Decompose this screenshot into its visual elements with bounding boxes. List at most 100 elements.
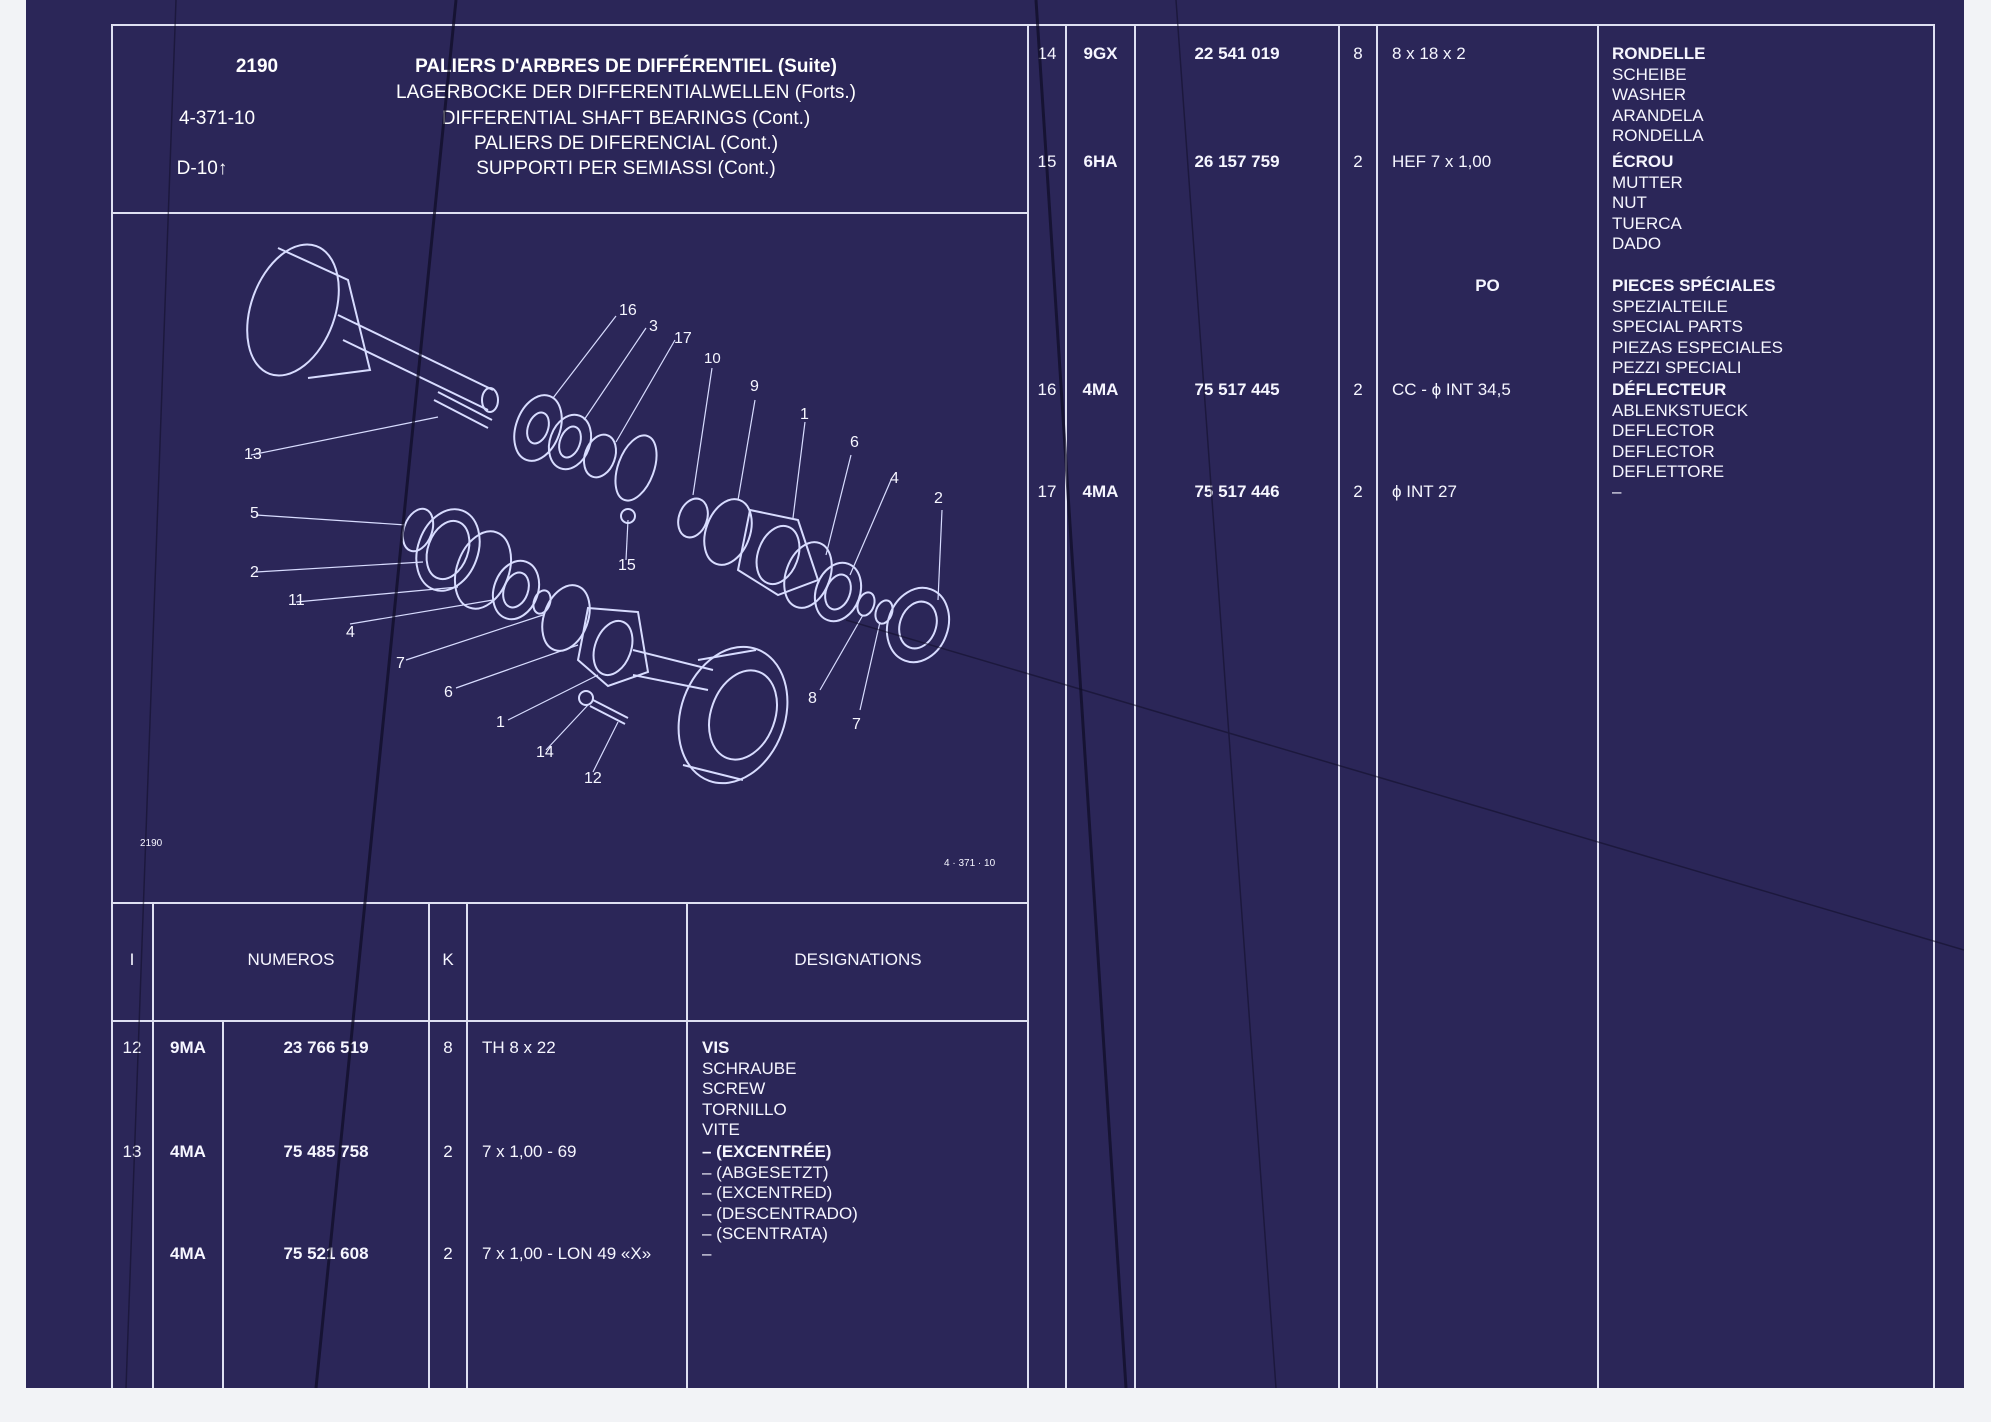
callout-label: 6 bbox=[850, 434, 859, 451]
row-part-number: 26 157 759 bbox=[1194, 152, 1280, 171]
callout-label: 8 bbox=[808, 690, 817, 707]
axle-shaft-lower bbox=[632, 649, 714, 691]
row-spec: CC - ϕ INT 34,5 bbox=[1392, 380, 1511, 399]
page-ref: D-10↑ bbox=[176, 158, 228, 179]
row-spec: 7 x 1,00 - 69 bbox=[482, 1142, 577, 1161]
axle-shaft-upper bbox=[337, 314, 494, 411]
title-en: DIFFERENTIAL SHAFT BEARINGS (Cont.) bbox=[441, 108, 811, 129]
diagram-footer-left: 2190 bbox=[140, 838, 163, 849]
ring-10 bbox=[677, 497, 709, 539]
designation-fr: PIECES SPÉCIALES bbox=[1612, 276, 1776, 295]
row-designations: PIECES SPÉCIALES SPEZIALTEILE SPECIAL PA… bbox=[1612, 276, 1783, 379]
microfiche-slide: 2190 4-371-10 D-10↑ PALIERS D'ARBRES DE … bbox=[26, 0, 1964, 1388]
designation-es: TUERCA bbox=[1612, 213, 1682, 233]
center-divider bbox=[1027, 24, 1029, 1388]
diagram-bottom-line bbox=[111, 902, 1029, 904]
designation-en: NUT bbox=[1612, 193, 1647, 212]
callout-label: 7 bbox=[396, 655, 405, 672]
column-header-divider bbox=[111, 1020, 1029, 1022]
designation-it: VITE bbox=[702, 1120, 740, 1139]
row-prefix: 9GX bbox=[1083, 44, 1118, 63]
designation-fr: RONDELLE bbox=[1612, 44, 1706, 63]
row-designations: – (EXCENTRÉE) – (ABGESETZT) – (EXCENTRED… bbox=[702, 1142, 858, 1245]
row-spec: TH 8 x 22 bbox=[482, 1038, 556, 1057]
designation-de: SCHEIBE bbox=[1612, 64, 1687, 84]
callout-label: 12 bbox=[584, 770, 602, 787]
row-qty: 2 bbox=[443, 1244, 453, 1263]
callout-label: 10 bbox=[704, 350, 721, 367]
callout-label: 1 bbox=[800, 406, 809, 423]
bearing-3 bbox=[547, 413, 593, 471]
designation-en: DEFLECTOR bbox=[1612, 421, 1715, 440]
row-qty: 2 bbox=[1353, 152, 1363, 171]
designation-en: WASHER bbox=[1612, 85, 1686, 104]
column-header-index: I bbox=[129, 950, 135, 969]
row-part-number: 75 485 758 bbox=[283, 1142, 369, 1161]
designation-fr: – (EXCENTRÉE) bbox=[702, 1142, 832, 1161]
row-part-number: 22 541 019 bbox=[1194, 44, 1280, 63]
designation-es: DEFLECTOR bbox=[1612, 441, 1715, 461]
row-designations: ÉCROU MUTTER NUT TUERCA DADO bbox=[1612, 152, 1683, 255]
flange-drum bbox=[677, 645, 789, 785]
title-de: LAGERBOCKE DER DIFFERENTIALWELLEN (Forts… bbox=[396, 82, 856, 103]
bearing-cap-1 bbox=[736, 508, 820, 597]
callout-label: 4 bbox=[346, 624, 355, 641]
designation-de: MUTTER bbox=[1612, 172, 1683, 192]
designation-it: PEZZI SPECIALI bbox=[1612, 358, 1742, 377]
col-line-qty-right bbox=[1376, 24, 1378, 1388]
designation-it: RONDELLA bbox=[1612, 126, 1704, 145]
callout-label: 15 bbox=[618, 557, 636, 574]
seal-9 bbox=[703, 498, 753, 566]
stud-13 bbox=[433, 391, 493, 429]
bearing-cap-1-lower bbox=[576, 606, 650, 688]
callout-label: 4 bbox=[890, 470, 899, 487]
bearing-4-left bbox=[491, 559, 541, 621]
row-spec: 7 x 1,00 - LON 49 «X» bbox=[482, 1244, 652, 1263]
row-index: 14 bbox=[1037, 44, 1057, 63]
section-code: 2190 bbox=[235, 56, 279, 77]
row-qty: 8 bbox=[443, 1038, 453, 1057]
col-line-index bbox=[152, 902, 154, 1388]
callout-label: 14 bbox=[536, 744, 554, 761]
designation-en: SCREW bbox=[702, 1079, 766, 1098]
row-part-number: 23 766 519 bbox=[283, 1038, 369, 1057]
row-prefix: 6HA bbox=[1083, 152, 1118, 171]
callout-label: 17 bbox=[674, 330, 692, 347]
col-line-part bbox=[428, 902, 430, 1388]
row-qty: 8 bbox=[1353, 44, 1363, 63]
designation-fr: VIS bbox=[702, 1038, 730, 1057]
col-line-prefix bbox=[222, 1020, 224, 1388]
callout-label: 2 bbox=[250, 564, 259, 581]
designation-de: SPEZIALTEILE bbox=[1612, 296, 1728, 316]
row-index: 13 bbox=[122, 1142, 142, 1161]
row-designation: – bbox=[1612, 482, 1622, 501]
row-qty: 2 bbox=[443, 1142, 453, 1161]
title-fr: PALIERS D'ARBRES DE DIFFÉRENTIEL (Suite) bbox=[415, 56, 837, 77]
designation-es: PIEZAS ESPECIALES bbox=[1612, 337, 1784, 357]
callout-label: 9 bbox=[750, 378, 759, 395]
designation-it: DEFLETTORE bbox=[1612, 462, 1725, 481]
designation-de: ABLENKSTUECK bbox=[1612, 400, 1749, 420]
housing-drum-left bbox=[246, 243, 340, 377]
callout-label: 3 bbox=[649, 318, 658, 335]
row-spec: PO bbox=[1475, 276, 1500, 295]
header-divider bbox=[111, 212, 1029, 214]
callout-label: 7 bbox=[852, 716, 861, 733]
col-line-qty bbox=[466, 902, 468, 1388]
gasket-17 bbox=[614, 434, 658, 502]
col-line-spec-right bbox=[1597, 24, 1599, 1388]
row-spec: HEF 7 x 1,00 bbox=[1392, 152, 1492, 171]
callout-label: 2 bbox=[934, 490, 943, 507]
bolt-12 bbox=[589, 699, 629, 725]
designation-es: TORNILLO bbox=[702, 1099, 787, 1119]
row-designations: RONDELLE SCHEIBE WASHER ARANDELA RONDELL… bbox=[1612, 44, 1706, 147]
section-ref: 4-371-10 bbox=[178, 108, 256, 129]
designation-es: – (DESCENTRADO) bbox=[702, 1203, 858, 1223]
table-frame bbox=[111, 24, 1935, 1388]
designation-es: ARANDELA bbox=[1612, 105, 1704, 125]
row-prefix: 4MA bbox=[170, 1142, 206, 1161]
designation-en: SPECIAL PARTS bbox=[1612, 317, 1744, 336]
row-index: 17 bbox=[1037, 482, 1057, 501]
row-spec: 8 x 18 x 2 bbox=[1392, 44, 1466, 63]
col-line-spec bbox=[686, 902, 688, 1388]
